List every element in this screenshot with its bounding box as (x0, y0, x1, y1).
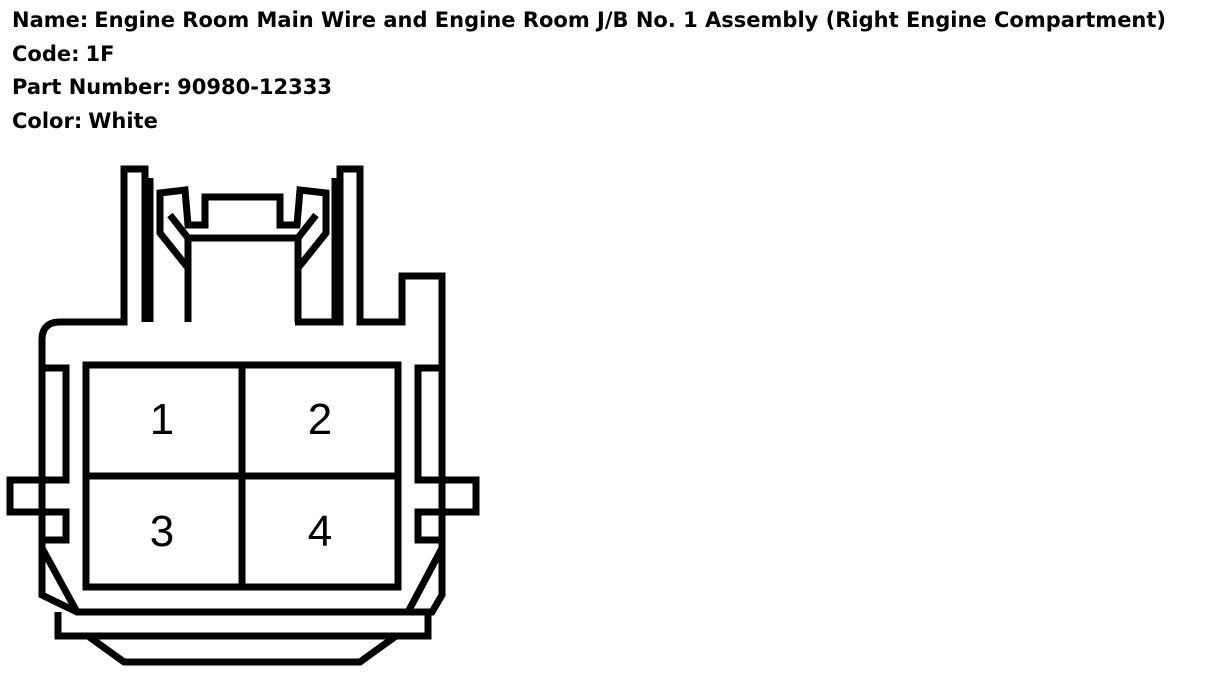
part-number-label: Part Number: (12, 75, 172, 99)
code-row: Code:1F (12, 38, 1166, 72)
connector-color: White (88, 108, 158, 133)
part-number: 90980-12333 (177, 75, 332, 99)
color-row: Color:White (12, 105, 1166, 139)
connector-name: Engine Room Main Wire and Engine Room J/… (94, 8, 1167, 32)
pin-1-label: 1 (150, 395, 174, 444)
code-label: Code: (12, 41, 80, 66)
lock-latch-right-slope (294, 212, 319, 268)
bottom-right-chamfer (404, 546, 446, 614)
connector-info: Name:Engine Room Main Wire and Engine Ro… (12, 4, 1166, 138)
right-side-tab (414, 364, 480, 544)
base-plate (54, 612, 432, 640)
connector-housing (38, 165, 446, 616)
connector-code: 1F (85, 41, 115, 66)
left-side-tab (6, 364, 70, 544)
lock-latch (156, 186, 330, 322)
color-label: Color: (12, 108, 83, 133)
name-row: Name:Engine Room Main Wire and Engine Ro… (12, 4, 1166, 38)
lock-latch-left-slope (167, 212, 192, 268)
base-skirt (85, 633, 399, 666)
pin-3-label: 3 (150, 507, 174, 556)
pin-2-label: 2 (308, 395, 332, 444)
pin-4-label: 4 (308, 507, 332, 556)
bottom-left-chamfer (38, 546, 81, 614)
name-label: Name: (12, 8, 89, 32)
part-number-row: Part Number:90980-12333 (12, 71, 1166, 105)
